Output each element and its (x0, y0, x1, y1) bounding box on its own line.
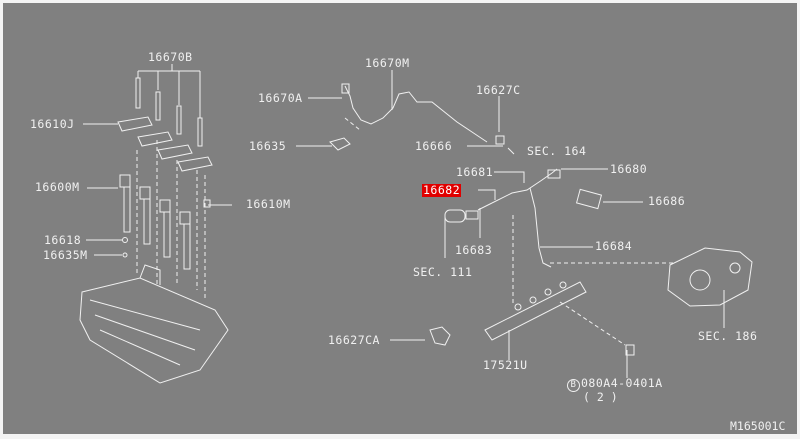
part-label-16627CA[interactable]: 16627CA (328, 333, 380, 347)
dashed-guides (136, 117, 675, 346)
part-label-16600M[interactable]: 16600M (35, 180, 80, 194)
injectors-16600M (119, 174, 211, 270)
bolt-part-number: 080A4-0401A (581, 376, 663, 390)
part-label-16670A[interactable]: 16670A (258, 91, 303, 105)
part-label-16610M[interactable]: 16610M (246, 197, 291, 211)
section-ref-111[interactable]: SEC. 111 (413, 265, 473, 279)
part-label-16635[interactable]: 16635 (249, 139, 287, 153)
part-label-16618[interactable]: 16618 (44, 233, 82, 247)
section-ref-164[interactable]: SEC. 164 (527, 144, 587, 158)
section-ref-186[interactable]: SEC. 186 (698, 329, 758, 343)
part-label-16666[interactable]: 16666 (415, 139, 453, 153)
fuel-rail-17521U (429, 281, 635, 356)
part-label-17521U[interactable]: 17521U (483, 358, 528, 372)
cylinder-head (79, 264, 229, 384)
bolt-symbol-icon: B (567, 379, 580, 392)
part-label-16683[interactable]: 16683 (455, 243, 493, 257)
part-label-16682-highlighted[interactable]: 16682 (422, 183, 462, 197)
bolts-16670B (135, 77, 203, 147)
part-label-16670B[interactable]: 16670B (148, 50, 193, 64)
fuel-pump (667, 247, 753, 307)
part-label-16684[interactable]: 16684 (595, 239, 633, 253)
part-label-16686[interactable]: 16686 (648, 194, 686, 208)
diagram-panel (3, 3, 797, 434)
part-label-16627C[interactable]: 16627C (476, 83, 521, 97)
diagram-id-code: M165001C (730, 419, 786, 433)
part-label-16681[interactable]: 16681 (456, 165, 494, 179)
harness-16670M (329, 83, 515, 155)
bolt-quantity: ( 2 ) (583, 390, 618, 404)
part-label-16680[interactable]: 16680 (610, 162, 648, 176)
part-label-16635M[interactable]: 16635M (43, 248, 88, 262)
part-label-16610J[interactable]: 16610J (30, 117, 75, 131)
part-label-16670M[interactable]: 16670M (365, 56, 410, 70)
leader-lines (83, 64, 725, 378)
fuel-tubes (444, 168, 603, 268)
clamps-16610J (117, 116, 213, 172)
